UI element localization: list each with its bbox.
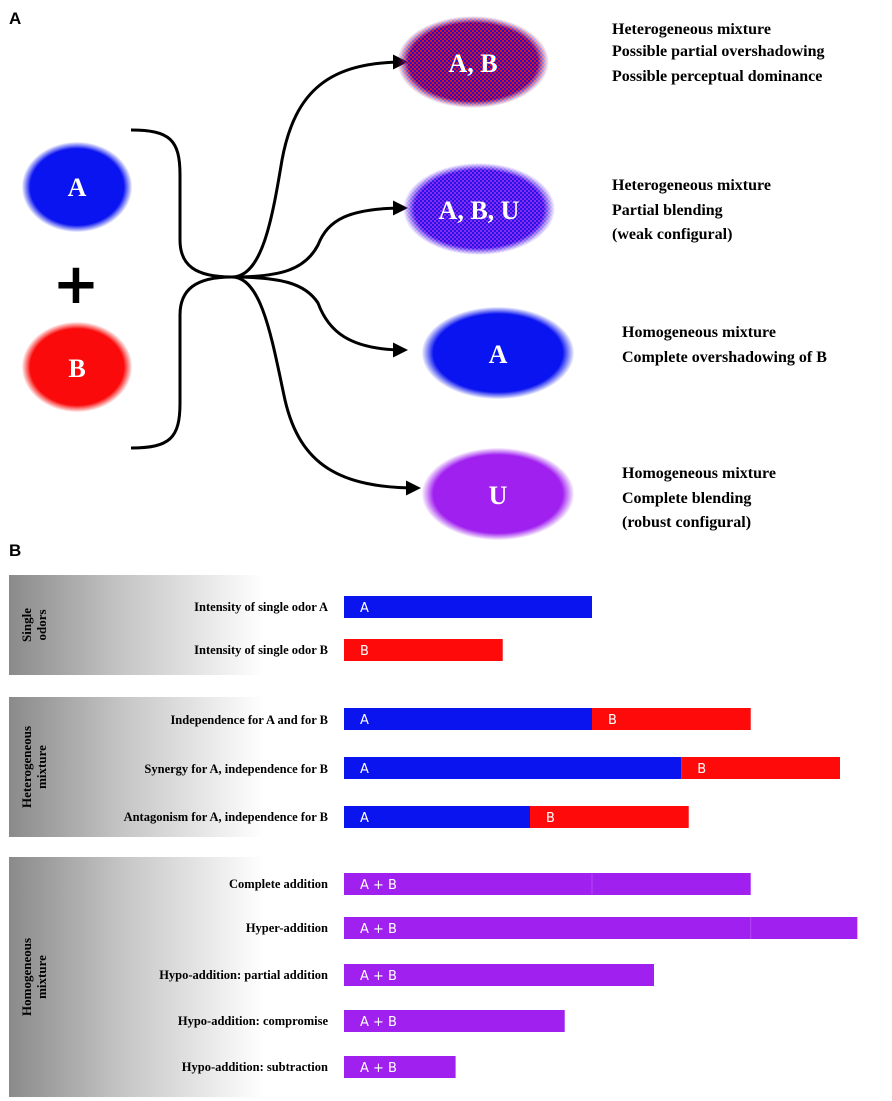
bar-label-g2-r0-s0: A + B <box>360 878 397 893</box>
input-oval-a-label: A <box>68 173 87 202</box>
row-label-hyper-addition: Hyper-addition <box>246 921 328 935</box>
row-label-compromise: Hypo-addition: compromise <box>178 1014 329 1028</box>
bar-segment-g2-r4-s0 <box>344 1056 456 1078</box>
row-label-complete-addition: Complete addition <box>229 877 328 891</box>
outcome-4-line-1: Homogeneous mixture <box>622 465 776 482</box>
bar-segment-g0-r1-s0 <box>344 639 503 661</box>
bar-label-g2-r2-s0: A + B <box>360 969 397 984</box>
row-label-subtraction: Hypo-addition: subtraction <box>182 1060 328 1074</box>
bar-segment-g2-r0-s0 <box>344 873 592 895</box>
outcome-3-line-1: Homogeneous mixture <box>622 324 776 341</box>
outcome-oval-u-label: U <box>489 481 508 510</box>
bar-label-g1-r2-s1: B <box>546 811 555 826</box>
outcome-description-3: Homogeneous mixture Complete overshadowi… <box>622 324 827 366</box>
panel-b-letter: B <box>9 541 21 560</box>
outcome-4-line-2: Complete blending <box>622 490 751 507</box>
bar-label-g2-r1-s0: A + B <box>360 922 397 937</box>
outcome-2-line-3: (weak configural) <box>612 226 732 243</box>
bar-segment-g2-r0-s1 <box>592 873 751 895</box>
outcome-oval-a-b-u: A, B, U <box>403 163 555 255</box>
bar-segment-g1-r2-s1 <box>530 806 689 828</box>
outcome-description-2: Heterogeneous mixture Partial blending (… <box>612 177 771 243</box>
bar-label-g1-r1-s1: B <box>697 762 706 777</box>
plus-sign: + <box>53 252 100 317</box>
outcome-oval-a-label: A <box>489 340 508 369</box>
row-label-antagonism: Antagonism for A, independence for B <box>124 810 328 824</box>
bar-segment-g2-r1-s0 <box>344 917 751 939</box>
bar-segment-g1-r0-s1 <box>592 708 751 730</box>
group-label-hetero-line-1: Heterogeneous <box>19 726 34 808</box>
bars-layer: A B A B A B A B A + B A + B A + B A + B A + B <box>344 596 858 1078</box>
bar-segment-g2-r1-s1 <box>750 917 858 939</box>
bar-segment-g1-r1-s0 <box>344 757 682 779</box>
input-oval-b-label: B <box>68 354 85 383</box>
bar-label-g2-r4-s0: A + B <box>360 1061 397 1076</box>
group-bg-single-odors <box>9 575 264 675</box>
group-bg-heterogeneous <box>9 697 264 837</box>
bar-segment-g0-r0-s0 <box>344 596 592 618</box>
bar-label-g1-r0-s1: B <box>608 713 617 728</box>
mixing-bracket <box>130 128 233 450</box>
outcome-description-1: Heterogeneous mixture Possible partial o… <box>612 21 824 85</box>
bar-segment-g2-r3-s0 <box>344 1010 565 1032</box>
outcome-oval-a-b: A, B <box>397 16 549 108</box>
bar-label-g2-r3-s0: A + B <box>360 1015 397 1030</box>
group-label-single-line-1: Single <box>19 608 34 642</box>
bar-segment-g2-r2-s0 <box>344 964 654 986</box>
outcome-2-line-2: Partial blending <box>612 202 723 219</box>
row-label-partial-addition: Hypo-addition: partial addition <box>159 968 328 982</box>
outcome-description-4: Homogeneous mixture Complete blending (r… <box>622 465 776 531</box>
row-label-independence: Independence for A and for B <box>170 713 328 727</box>
outcome-1-line-2: Possible partial overshadowing <box>612 43 824 60</box>
outcome-1-line-1: Heterogeneous mixture <box>612 21 771 38</box>
group-label-single-line-2: odors <box>34 609 49 640</box>
bar-segment-g1-r2-s0 <box>344 806 530 828</box>
row-label-single-b: Intensity of single odor B <box>194 643 328 657</box>
panel-a-letter: A <box>9 9 21 28</box>
outcome-4-line-3: (robust configural) <box>622 514 751 531</box>
bar-label-g0-r1-s0: B <box>360 644 369 659</box>
input-oval-a: A <box>22 142 132 232</box>
outcome-oval-u: U <box>422 448 574 540</box>
group-label-homo-line-1: Homogeneous <box>19 938 34 1016</box>
group-label-hetero-line-2: mixture <box>34 745 49 789</box>
group-bg-homogeneous <box>9 857 264 1097</box>
group-label-homo-line-2: mixture <box>34 955 49 999</box>
bar-label-g1-r2-s0: A <box>360 811 369 826</box>
row-label-single-a: Intensity of single odor A <box>194 600 328 614</box>
outcome-oval-a: A <box>422 307 574 399</box>
bar-label-g0-r0-s0: A <box>360 601 369 616</box>
row-label-synergy: Synergy for A, independence for B <box>144 762 328 776</box>
bar-segment-g1-r0-s0 <box>344 708 592 730</box>
outcome-arrows <box>231 54 421 496</box>
outcome-oval-a-b-u-label: A, B, U <box>439 196 520 225</box>
input-oval-b: B <box>22 322 132 412</box>
outcome-oval-a-b-label: A, B <box>448 49 497 78</box>
outcome-3-line-2: Complete overshadowing of B <box>622 349 827 366</box>
bar-label-g1-r1-s0: A <box>360 762 369 777</box>
outcome-1-line-3: Possible perceptual dominance <box>612 68 822 85</box>
outcome-2-line-1: Heterogeneous mixture <box>612 177 771 194</box>
bar-segment-g1-r1-s1 <box>681 757 840 779</box>
bar-label-g1-r0-s0: A <box>360 713 369 728</box>
